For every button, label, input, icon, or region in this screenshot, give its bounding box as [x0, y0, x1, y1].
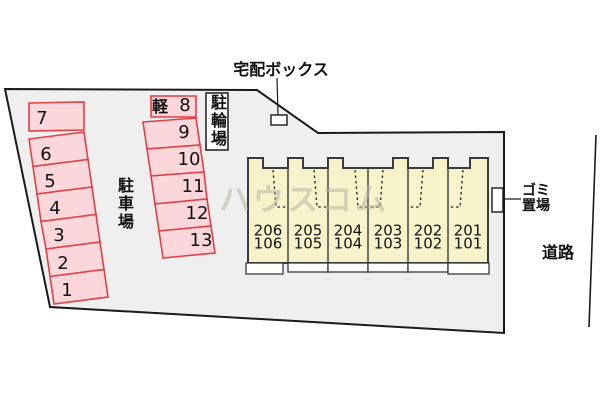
space-number-3: 3: [53, 225, 65, 246]
space-number-7: 7: [36, 108, 48, 129]
delivery-box-leader-line: [276, 77, 279, 116]
unit-label-205-105: 205 105: [293, 221, 323, 252]
unit-upper-number: 202: [413, 221, 443, 240]
space-number-2: 2: [57, 253, 69, 274]
unit-label-202-102: 202 102: [413, 221, 443, 252]
porch-unit2: [287, 262, 329, 273]
unit-label-206-106: 206 106: [253, 221, 283, 252]
unit-lower-number: 106: [253, 234, 283, 252]
space-number-6: 6: [40, 144, 52, 165]
unit-lower-number: 101: [453, 234, 483, 252]
unit-label-203-103: 203 103: [373, 221, 403, 252]
parking-space-9: [142, 117, 201, 150]
unit-upper-number: 201: [453, 221, 483, 240]
unit-lower-number: 105: [293, 234, 323, 252]
porch-unit3: [327, 262, 369, 273]
road-label: 道路: [541, 243, 575, 262]
stair-dashed-line-unit1: [272, 169, 288, 208]
garbage-label-line1: ゴミ: [522, 183, 550, 199]
space-number-1: 1: [61, 280, 73, 301]
space-number-5: 5: [44, 171, 56, 192]
delivery-box: [270, 114, 288, 126]
stair-dashed-line-unit3: [354, 169, 368, 208]
unit-upper-number: 203: [373, 221, 403, 240]
space-number-13: 13: [189, 230, 213, 251]
unit-lower-number: 104: [333, 234, 363, 252]
parking-space-7: [28, 101, 85, 132]
space-number-4: 4: [49, 198, 61, 219]
garbage-label-line2: 置場: [522, 197, 550, 214]
stair-dashed-line-unit4: [368, 169, 384, 208]
bicycle-parking-box: [205, 92, 229, 151]
space-number-8: 8: [179, 95, 191, 116]
space-number-12: 12: [185, 203, 209, 224]
space-number-11: 11: [181, 176, 205, 197]
unit-lower-number: 102: [413, 234, 443, 252]
road-edge-line: [588, 134, 597, 328]
space-number-9: 9: [178, 122, 190, 143]
porch-unit4: [367, 262, 409, 273]
unit-lower-number: 103: [373, 234, 403, 252]
stair-dashed-line-unit5: [408, 169, 424, 208]
parking-space-kei-8: [150, 95, 197, 118]
unit-upper-number: 205: [293, 221, 323, 240]
kei-label: 軽: [151, 97, 169, 116]
watermark-text: ハウスコム: [219, 182, 389, 219]
stair-dashed-line-unit6: [448, 169, 464, 208]
bicycle-parking-label: 駐輪場: [208, 94, 227, 148]
unit-upper-number: 206: [253, 221, 283, 240]
unit-upper-number: 204: [333, 221, 363, 240]
parking-lot-label: 駐車場: [115, 177, 134, 231]
porch-unit1: [245, 262, 284, 275]
garbage-area-label: ゴミ 置場: [522, 184, 550, 213]
unit-label-201-101: 201 101: [453, 221, 483, 252]
parking-space-1: [49, 268, 109, 305]
garbage-box: [491, 187, 504, 213]
parking-space-13: [158, 225, 216, 259]
delivery-box-label: 宅配ボックス: [233, 60, 329, 79]
porch-unit5: [407, 262, 449, 273]
unit-label-204-104: 204 104: [333, 221, 363, 252]
stair-dashed-line-unit2: [313, 169, 328, 208]
space-number-10: 10: [177, 149, 201, 170]
porch-unit6: [447, 262, 490, 275]
